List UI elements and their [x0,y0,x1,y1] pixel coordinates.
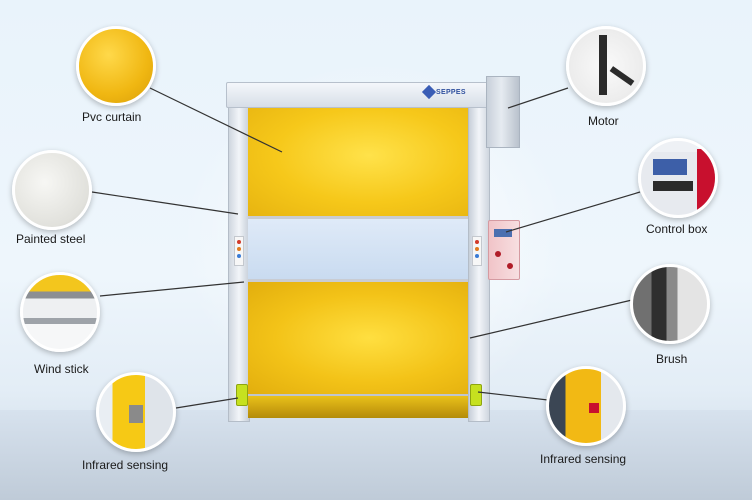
leader-line-infrared-right [477,391,549,401]
wind-stick-detail-circle [20,272,100,352]
brush-label: Brush [656,352,688,366]
pvc-curtain-detail-circle [76,26,156,106]
control-box-screen [494,229,512,237]
leader-line-brush [469,299,633,339]
leader-line-wind-stick [99,281,245,297]
control-box-detail-circle [638,138,718,218]
painted-steel-label: Painted steel [16,232,86,246]
pvc-curtain-upper-panel [248,106,468,216]
motor-housing [486,76,520,148]
logo-text: SEPPES [436,88,466,96]
left-button-panel [234,236,244,266]
infrared-sensing-left-label: Infrared sensing [82,458,169,472]
brush-detail-circle [630,264,710,344]
motor-arm-icon [609,66,635,86]
control-keypad-icon [653,181,693,191]
sensor-light-icon [589,403,599,413]
leader-line-infrared-left [175,397,239,409]
right-button-panel [472,236,482,266]
wind-stick-label: Wind stick [34,362,89,376]
leader-line-pvc-curtain [149,87,283,153]
infrared-sensing-left-detail-circle [96,372,176,452]
control-screen-icon [653,159,687,175]
brand-logo: SEPPES [421,84,484,100]
leader-line-motor [507,87,569,109]
pvc-curtain-label: Pvc curtain [82,110,142,124]
sensor-detail-icon [129,405,143,423]
motor-detail-circle [566,26,646,106]
control-knob-icon [507,263,513,269]
control-knob-icon [495,251,501,257]
transparent-window-panel [248,216,468,282]
control-side-panel-icon [697,149,715,213]
top-roller-housing [226,82,490,108]
painted-steel-detail-circle [12,150,92,230]
leader-line-painted-steel [91,191,239,215]
motor-shaft-icon [599,35,607,95]
motor-label: Motor [588,114,619,128]
pvc-curtain-lower-panel [248,282,468,394]
infrared-sensor-right [470,384,482,406]
infrared-sensing-right-detail-circle [546,366,626,446]
bottom-bar [248,394,468,418]
control-box-label: Control box [646,222,708,236]
leader-line-control-box [505,191,641,233]
infrared-sensing-right-label: Infrared sensing [540,452,627,466]
infrared-sensor-left [236,384,248,406]
